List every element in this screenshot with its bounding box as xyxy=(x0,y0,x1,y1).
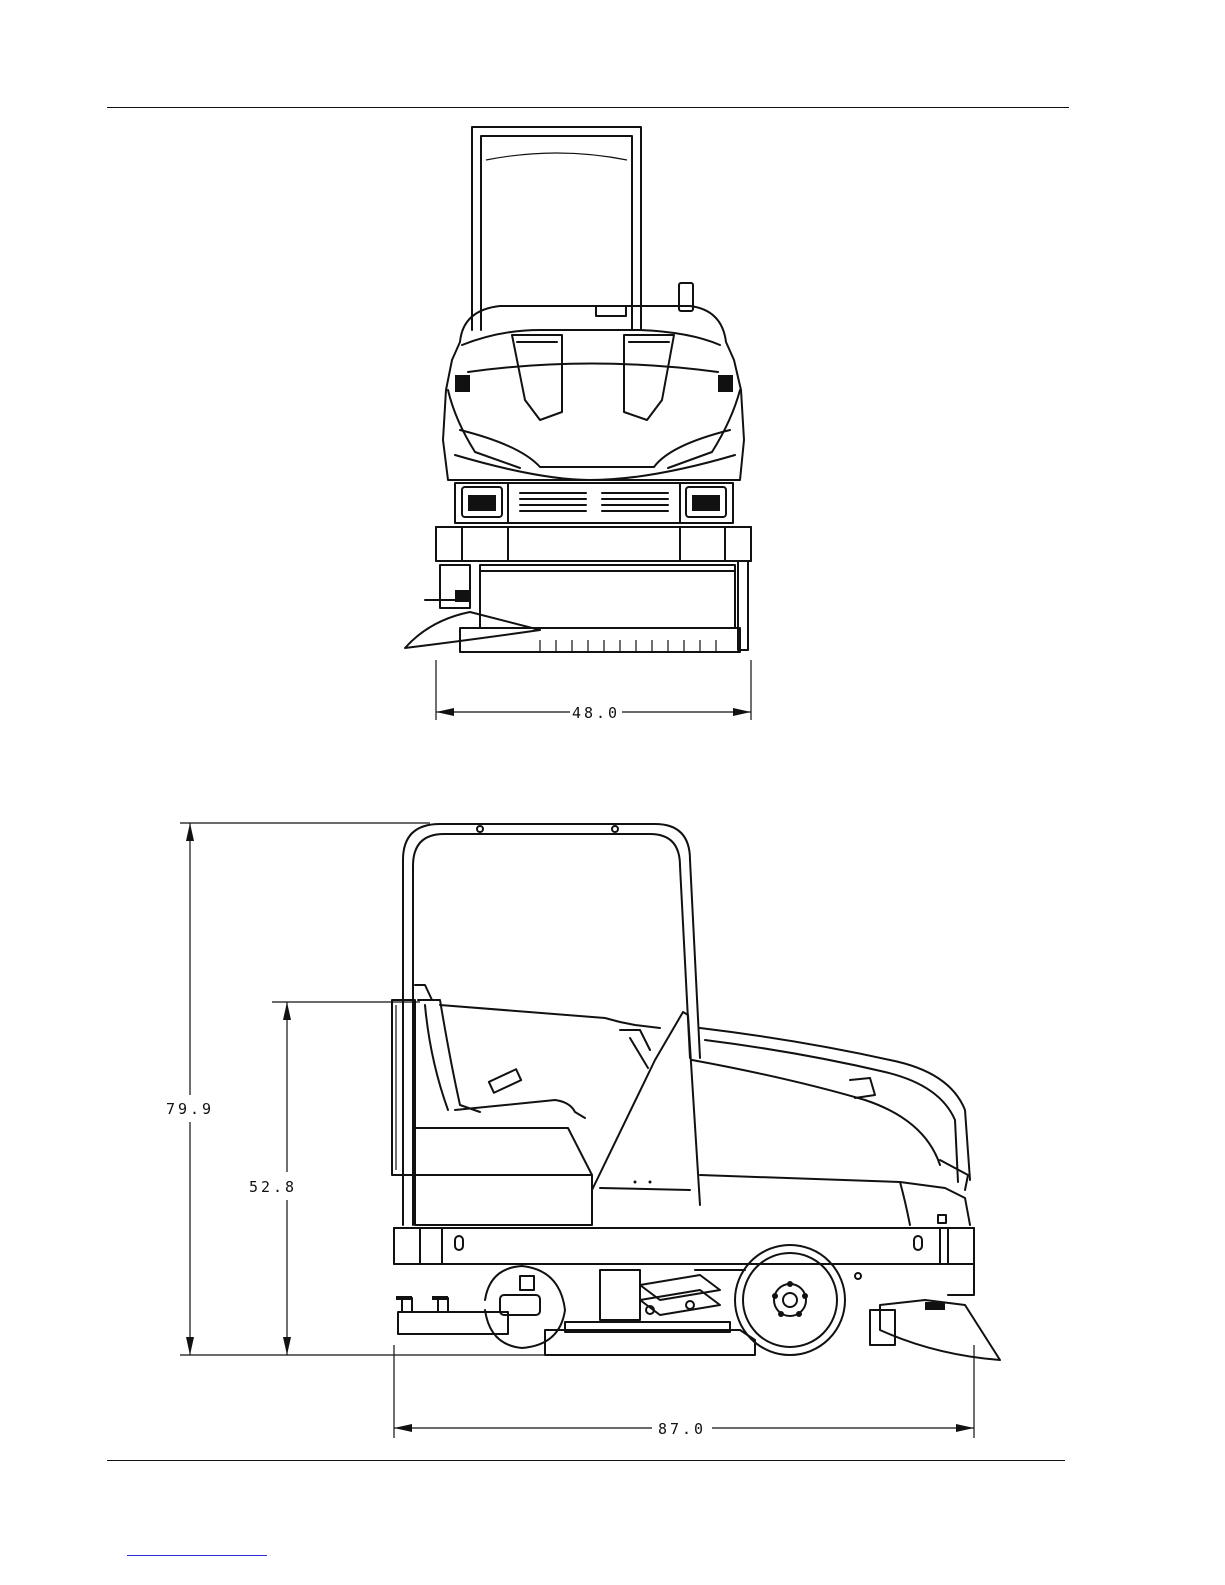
front-hopper xyxy=(460,561,748,652)
front-width-value: 48.0 xyxy=(572,704,620,722)
footer-link-underline[interactable] xyxy=(127,1555,267,1556)
front-side-broom xyxy=(405,565,540,648)
skirt-teeth xyxy=(540,640,716,652)
side-main-broom xyxy=(545,1270,755,1355)
overall-length-value: 87.0 xyxy=(658,1420,706,1438)
overall-height-value: 79.9 xyxy=(166,1100,214,1118)
side-rear-caster xyxy=(396,1266,565,1348)
front-hood xyxy=(443,283,744,480)
side-seat xyxy=(392,985,592,1225)
side-view xyxy=(392,824,1000,1360)
side-view-side-broom xyxy=(870,1300,1000,1360)
side-chassis xyxy=(394,1228,974,1295)
front-grille xyxy=(455,483,733,523)
side-hood xyxy=(440,1005,970,1225)
front-overhead-guard xyxy=(472,127,641,330)
grille-slats xyxy=(520,493,668,511)
seat-height-value: 52.8 xyxy=(249,1178,297,1196)
front-bumper xyxy=(436,527,751,561)
front-view xyxy=(405,127,751,652)
side-overhead-guard xyxy=(403,824,700,1225)
footer-rule xyxy=(107,1460,1065,1461)
